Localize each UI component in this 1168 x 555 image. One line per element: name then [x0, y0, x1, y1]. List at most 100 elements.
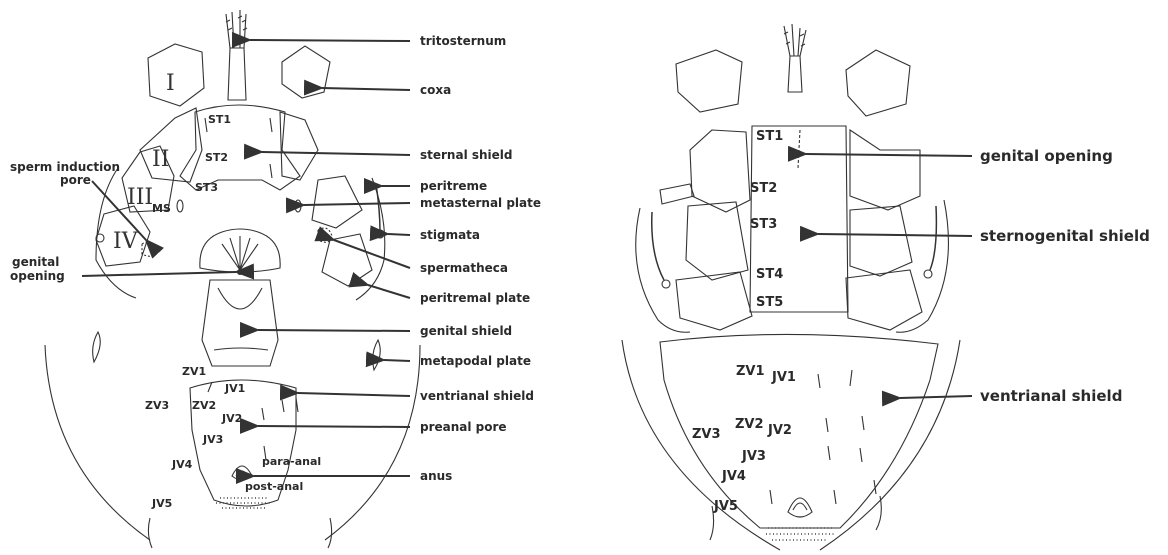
label-spermatheca: spermatheca — [420, 261, 508, 275]
label-genital-opening-line1: genital — [12, 255, 59, 269]
label-right-genital-opening: genital opening — [980, 147, 1113, 165]
right-cribrum — [766, 528, 834, 540]
right-anus-inner — [793, 503, 807, 510]
left-genital-shield — [202, 280, 278, 366]
right-seta-st5: ST5 — [756, 295, 783, 310]
arrow-right-sternogenital-shield — [818, 234, 972, 236]
left-figure: I II III IV ST1 ST2 ST3 MS ZV1 ZV2 ZV3 J… — [10, 10, 541, 548]
right-coxa-3-right — [850, 206, 912, 276]
right-anus — [788, 498, 812, 517]
arrow-right-genital-opening — [806, 154, 972, 156]
left-coxa-2-left — [140, 108, 202, 182]
left-anus — [232, 466, 252, 480]
left-coxa-3-right — [312, 176, 362, 228]
right-coxa-2-right — [850, 130, 920, 210]
left-genital-shield-detail — [214, 288, 268, 350]
label-peritremal-plate: peritremal plate — [420, 291, 530, 305]
arrow-metasternal-plate — [304, 203, 410, 205]
leg-numeral-2: II — [152, 147, 169, 172]
left-coxa-2-right — [280, 112, 318, 180]
left-seta-zv1: ZV1 — [182, 365, 206, 378]
left-metapodal-plate-left — [93, 332, 101, 362]
left-body-outline — [45, 345, 420, 540]
left-sternal-shield — [180, 105, 300, 190]
label-metasternal-plate: metasternal plate — [420, 196, 541, 210]
right-seta-jv3: JV3 — [741, 449, 766, 464]
label-preanal-pore: preanal pore — [420, 420, 507, 434]
label-genital-opening-line2: opening — [10, 269, 65, 283]
left-seta-st3: ST3 — [195, 181, 218, 194]
left-seta-post-anal: post-anal — [245, 480, 303, 493]
arrow-stigmata — [388, 234, 410, 235]
left-seta-jv3: JV3 — [202, 433, 223, 446]
right-figure: ST1 ST2 ST3 ST4 ST5 ZV1 JV1 ZV2 JV2 ZV3 … — [622, 24, 1150, 550]
left-posterior-setae — [148, 518, 331, 548]
arrow-spermatheca — [334, 240, 410, 268]
left-metasternal-plate-right — [295, 200, 301, 212]
label-peritreme: peritreme — [420, 179, 487, 193]
right-seta-jv1: JV1 — [771, 370, 796, 385]
left-coxa-1-right — [282, 46, 330, 98]
arrow-right-ventrianal-shield — [900, 396, 972, 398]
left-metasternal-plate-left — [177, 200, 183, 212]
right-seta-st2: ST2 — [750, 181, 777, 196]
leg-numeral-3: III — [127, 185, 153, 210]
left-genital-flap-rays — [222, 236, 258, 270]
left-peritreme-right — [376, 184, 380, 232]
left-seta-st1: ST1 — [208, 113, 231, 126]
left-seta-para-anal: para-anal — [262, 455, 321, 468]
right-coxa-2-left — [690, 130, 750, 212]
left-seta-jv4: JV4 — [171, 458, 193, 471]
left-tritosternum — [226, 10, 247, 100]
label-ventrianal-shield: ventrianal shield — [420, 389, 534, 403]
left-coxa-1-left — [148, 44, 204, 106]
right-seta-st4: ST4 — [756, 267, 783, 282]
right-seta-zv1: ZV1 — [736, 364, 765, 379]
label-metapodal-plate: metapodal plate — [420, 354, 531, 368]
label-anus: anus — [420, 469, 452, 483]
right-peritreme-right — [930, 206, 936, 270]
right-seta-jv2: JV2 — [767, 423, 792, 438]
left-seta-jv5: JV5 — [151, 497, 172, 510]
right-setae-marks — [710, 370, 881, 540]
label-coxa: coxa — [420, 83, 451, 97]
right-stigma-right — [924, 270, 932, 278]
left-seta-jv1: JV1 — [224, 382, 245, 395]
left-anus-inner — [236, 471, 248, 476]
leg-numeral-1: I — [166, 71, 175, 96]
right-seta-jv4: JV4 — [721, 469, 746, 484]
right-coxa-1-left — [676, 50, 742, 112]
right-seta-st3: ST3 — [750, 217, 777, 232]
right-seta-zv3: ZV3 — [692, 427, 721, 442]
label-tritosternum: tritosternum — [420, 34, 506, 48]
right-tritosternum — [784, 24, 806, 92]
arrow-metapodal-plate — [384, 360, 410, 361]
left-peritremal-plate-right — [356, 178, 385, 300]
label-right-ventrianal-shield: ventrianal shield — [980, 387, 1122, 405]
left-seta-ms: MS — [152, 202, 171, 215]
left-seta-zv2: ZV2 — [192, 399, 216, 412]
arrow-genital-shield — [258, 330, 410, 331]
label-sperm-induction-line1: sperm induction — [10, 160, 120, 174]
label-stigmata: stigmata — [420, 228, 480, 242]
right-genital-opening-slit — [798, 130, 800, 168]
label-genital-shield: genital shield — [420, 324, 512, 338]
arrow-preanal-pore — [258, 426, 410, 427]
right-coxa-4-left — [676, 272, 752, 330]
right-peritremal-plate-left — [636, 208, 690, 332]
left-coxa-4-right — [322, 234, 372, 286]
right-coxa-3-left — [686, 202, 748, 280]
leg-numeral-4: IV — [113, 229, 139, 254]
left-seta-st2: ST2 — [205, 151, 228, 164]
right-stigma-left — [662, 280, 670, 288]
right-peritreme-left — [652, 212, 664, 280]
right-seta-jv5: JV5 — [713, 499, 738, 514]
arrow-tritosternum — [250, 40, 410, 41]
left-seta-zv3: ZV3 — [145, 399, 169, 412]
label-sperm-induction-line2: pore — [60, 173, 91, 187]
arrow-ventrianal-shield — [298, 393, 410, 396]
arrow-coxa — [322, 88, 410, 90]
left-seta-jv2: JV2 — [221, 412, 242, 425]
right-coxa-1-right — [846, 50, 910, 116]
